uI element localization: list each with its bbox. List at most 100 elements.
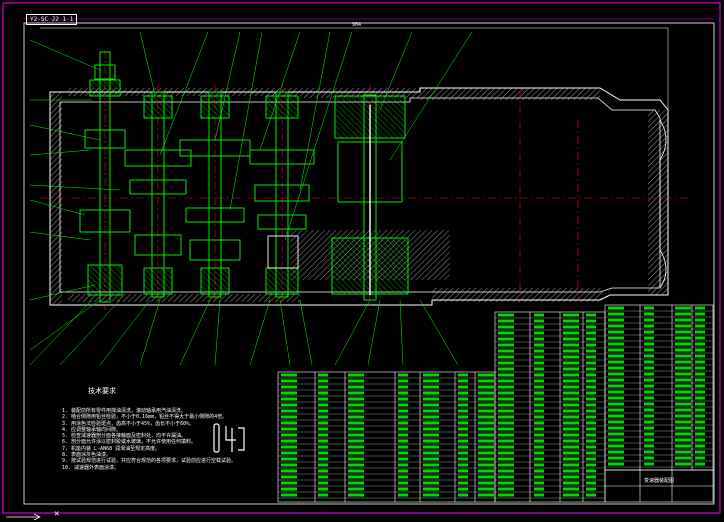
table-cell-mark [498, 481, 514, 485]
table-cell-mark [586, 403, 596, 407]
table-cell-mark [458, 409, 468, 413]
table-cell-mark [608, 432, 624, 436]
table-cell-mark [695, 354, 705, 358]
table-cell-mark [458, 373, 468, 377]
table-cell-mark [675, 318, 691, 322]
table-cell-mark [458, 379, 468, 383]
table-cell-mark [478, 397, 494, 401]
table-cell-mark [675, 414, 691, 418]
table-cell-mark [398, 409, 408, 413]
table-cell-mark [348, 391, 364, 395]
table-cell-mark [398, 421, 408, 425]
table-cell-mark [423, 385, 439, 389]
tech-note: 9. 按试验规范进行试验，并应符合规范的各项要求，试验前应进行空载试验。 [62, 458, 237, 465]
table-cell-mark [695, 408, 705, 412]
table-cell-mark [695, 402, 705, 406]
table-cell-mark [608, 450, 624, 454]
table-cell-mark [318, 433, 328, 437]
table-cell-mark [348, 385, 364, 389]
table-cell-mark [498, 391, 514, 395]
table-cell-mark [586, 373, 596, 377]
table-cell-mark [608, 420, 624, 424]
table-cell-mark [498, 439, 514, 443]
table-cell-mark [458, 433, 468, 437]
table-cell-mark [563, 313, 579, 317]
table-cell-mark [458, 391, 468, 395]
table-cell-mark [608, 354, 624, 358]
table-cell-mark [534, 415, 544, 419]
table-cell-mark [675, 438, 691, 442]
table-cell-mark [348, 439, 364, 443]
table-cell-mark [608, 324, 624, 328]
table-cell-mark [644, 324, 654, 328]
table-cell-mark [478, 421, 494, 425]
table-cell-mark [281, 475, 297, 479]
table-cell-mark [695, 336, 705, 340]
table-cell-mark [498, 367, 514, 371]
table-cell-mark [281, 469, 297, 473]
table-cell-mark [644, 372, 654, 376]
table-cell-mark [563, 319, 579, 323]
table-cell-mark [563, 373, 579, 377]
table-cell-mark [563, 493, 579, 497]
table-cell-mark [498, 415, 514, 419]
table-cell-mark [478, 475, 494, 479]
table-cell-mark [534, 391, 544, 395]
table-cell-mark [563, 361, 579, 365]
tech-notes-list: 1. 装配前所有零件用煤油清洗，滚动轴承用汽油清洗。 2. 啮合侧隙用铅丝检验，… [62, 408, 236, 471]
table-cell-mark [398, 433, 408, 437]
table-cell-mark [675, 348, 691, 352]
table-cell-mark [586, 415, 596, 419]
table-cell-mark [281, 421, 297, 425]
table-cell-mark [478, 415, 494, 419]
table-cell-mark [644, 306, 654, 310]
table-cell-mark [675, 390, 691, 394]
table-cell-mark [458, 421, 468, 425]
table-cell-mark [675, 360, 691, 364]
table-cell-mark [398, 403, 408, 407]
scale-stamp [213, 423, 245, 453]
table-cell-mark [281, 409, 297, 413]
table-cell-mark [423, 493, 439, 497]
table-cell-mark [563, 487, 579, 491]
table-cell-mark [563, 385, 579, 389]
table-cell-mark [644, 378, 654, 382]
table-cell-mark [563, 391, 579, 395]
table-cell-mark [608, 372, 624, 376]
table-cell-mark [534, 379, 544, 383]
table-cell-mark [534, 397, 544, 401]
table-cell-mark [608, 408, 624, 412]
table-cell-mark [695, 456, 705, 460]
table-cell-mark [534, 487, 544, 491]
table-cell-mark [534, 385, 544, 389]
table-cell-mark [563, 379, 579, 383]
table-cell-mark [586, 343, 596, 347]
table-cell-mark [398, 379, 408, 383]
table-cell-mark [348, 487, 364, 491]
table-cell-mark [534, 427, 544, 431]
table-cell-mark [586, 457, 596, 461]
table-cell-mark [498, 409, 514, 413]
table-cell-mark [534, 451, 544, 455]
table-cell-mark [498, 355, 514, 359]
table-cell-text [281, 306, 705, 497]
table-cell-mark [644, 366, 654, 370]
table-cell-mark [318, 373, 328, 377]
table-cell-mark [695, 432, 705, 436]
table-cell-mark [423, 463, 439, 467]
table-cell-mark [478, 487, 494, 491]
table-cell-mark [318, 469, 328, 473]
table-cell-mark [498, 379, 514, 383]
table-cell-mark [608, 462, 624, 466]
table-cell-mark [586, 481, 596, 485]
table-cell-mark [318, 379, 328, 383]
tech-note: 10. 减速器外表面涂漆。 [62, 464, 120, 471]
table-cell-mark [348, 493, 364, 497]
table-cell-mark [318, 493, 328, 497]
table-cell-mark [608, 390, 624, 394]
table-cell-mark [644, 384, 654, 388]
table-cell-mark [498, 385, 514, 389]
table-cell-mark [586, 355, 596, 359]
tech-note: 6. 剖分面允许涂以密封胶或水玻璃，不允许使用任何填料。 [62, 439, 197, 446]
table-cell-mark [423, 439, 439, 443]
